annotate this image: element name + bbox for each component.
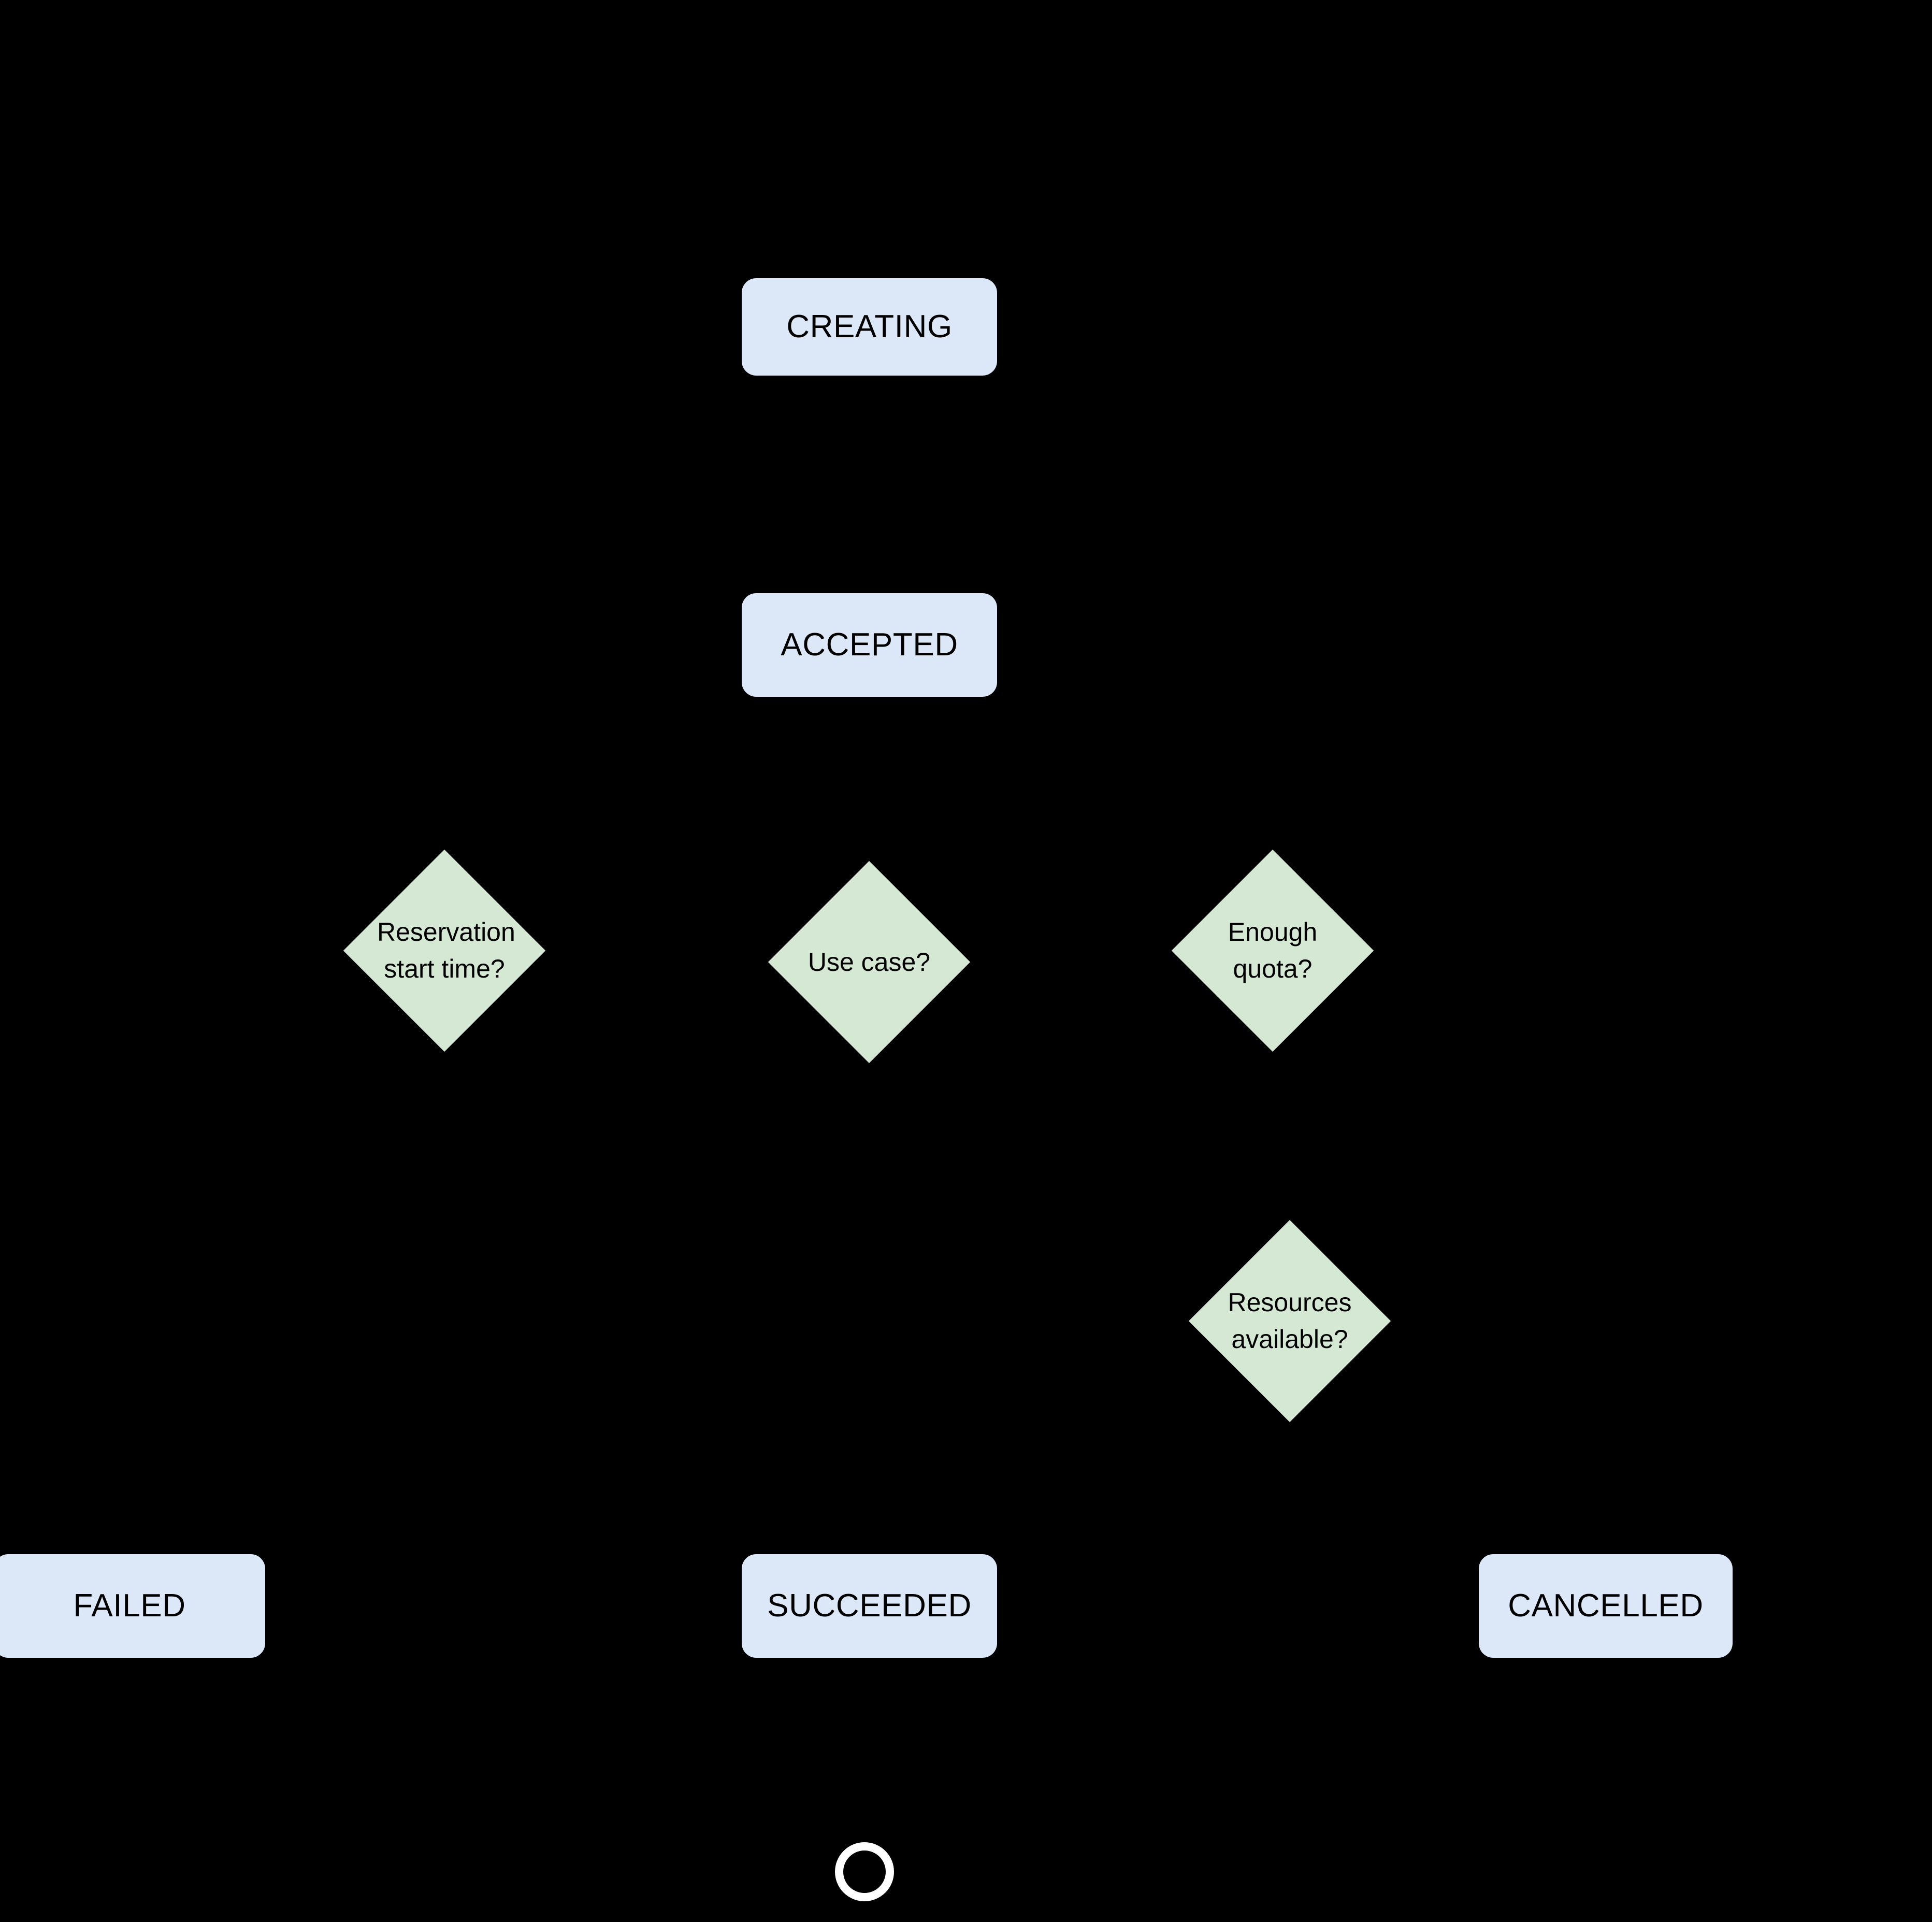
state-label-accepted: ACCEPTED (781, 627, 958, 663)
decision-label-line2: available? (1231, 1325, 1348, 1354)
state-node-succeeded[interactable]: SUCCEEDED (742, 1554, 997, 1658)
decision-label-use-case: Use case? (802, 944, 936, 981)
decision-label-line1: Enough (1228, 917, 1318, 946)
edge-arrowhead-succeeded (861, 1539, 877, 1554)
edge-arrowhead-use-case (861, 845, 877, 861)
decision-label-line2: quota? (1233, 954, 1313, 983)
edge-arrowhead-enough-quota (1264, 834, 1281, 850)
edge-arrowhead-failed (124, 1539, 141, 1554)
state-node-cancelled[interactable]: CANCELLED (1479, 1554, 1733, 1658)
state-label-failed: FAILED (73, 1588, 186, 1624)
state-label-cancelled: CANCELLED (1508, 1588, 1704, 1624)
edge-resources-available-to-cancelled (1288, 1422, 1606, 1545)
decision-label-line2: start time? (384, 954, 505, 983)
decision-label-resources-available: Resources available? (1222, 1284, 1357, 1358)
edge-arrowhead-reservation-start-time (436, 834, 452, 850)
edge-accepted-to-enough-quota (868, 697, 1274, 842)
edge-accepted-to-reservation-start-time (442, 697, 871, 842)
decision-node-resources-available[interactable]: Resources available? (1188, 1220, 1391, 1423)
state-node-accepted[interactable]: ACCEPTED (742, 593, 997, 697)
decision-label-enough-quota: Enough quota? (1205, 914, 1340, 987)
decision-label-line1: Use case? (808, 947, 931, 977)
decision-node-enough-quota[interactable]: Enough quota? (1171, 849, 1374, 1052)
state-label-creating: CREATING (786, 309, 953, 345)
state-node-creating[interactable]: CREATING (742, 278, 997, 376)
edge-arrowhead-cancelled (1597, 1539, 1614, 1554)
edge-arrowhead-accepted (861, 578, 877, 593)
decision-node-reservation-start-time[interactable]: Reservation start time? (343, 849, 546, 1052)
state-label-succeeded: SUCCEEDED (767, 1588, 972, 1624)
edge-enough-quota-to-resources-available (1271, 1062, 1291, 1215)
state-node-failed[interactable]: FAILED (0, 1554, 265, 1658)
end-node-circle-icon (835, 1842, 894, 1901)
decision-node-use-case[interactable]: Use case? (768, 860, 971, 1064)
decision-label-line1: Resources (1228, 1288, 1352, 1317)
edge-reservation-start-time-to-failed (133, 1051, 445, 1545)
decision-label-line1: Reservation (377, 917, 515, 946)
edge-arrowhead-resources-available (1281, 1204, 1298, 1220)
decision-label-reservation-start-time: Reservation start time? (377, 914, 515, 987)
